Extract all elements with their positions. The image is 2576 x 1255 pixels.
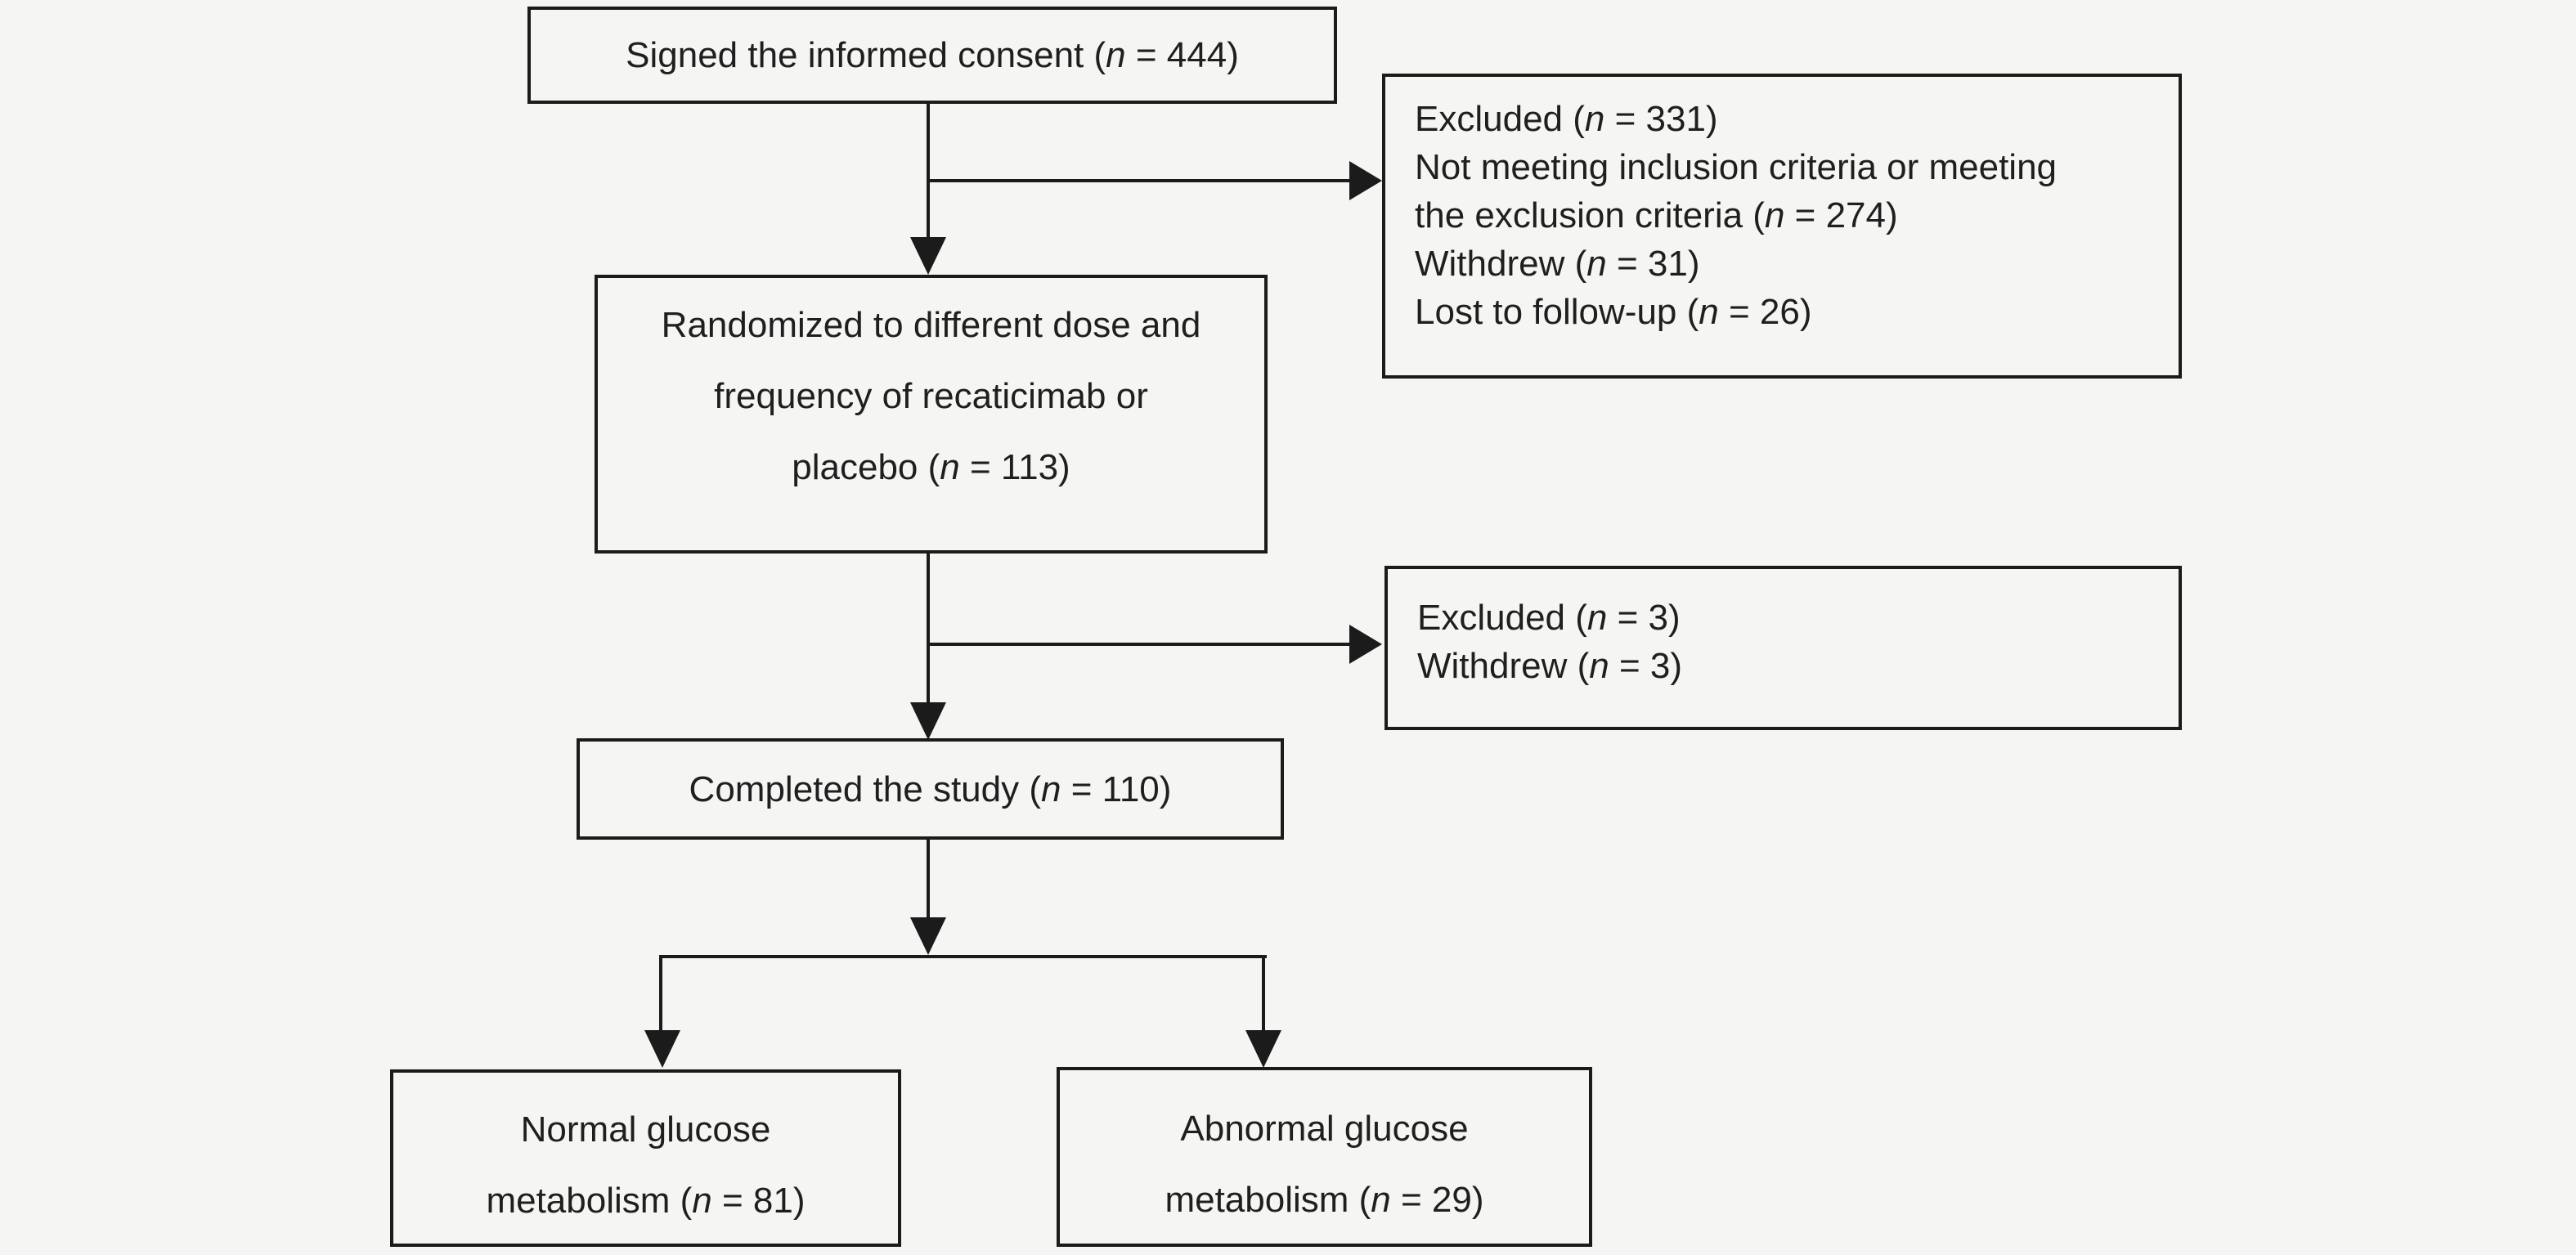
box-line: Randomized to different dose and — [661, 305, 1201, 345]
box-line: Excluded (n = 3) — [1417, 598, 1681, 638]
box-line: Excluded (n = 331) — [1415, 99, 1718, 139]
box-line: metabolism (n = 81) — [486, 1181, 806, 1221]
down-arrow-icon — [644, 1030, 680, 1068]
box-line: placebo (n = 113) — [792, 447, 1070, 487]
down-arrow-icon — [910, 917, 946, 955]
down-arrow-icon — [910, 702, 946, 740]
down-arrow-icon — [1245, 1030, 1281, 1068]
connector-split-to-abnormal — [1262, 955, 1265, 1032]
box-line: Withdrew (n = 3) — [1417, 646, 1683, 686]
right-arrow-icon — [1349, 161, 1382, 200]
connector-completed-to-split — [927, 840, 930, 919]
box-line: Completed the study (n = 110) — [689, 769, 1172, 809]
connector-to-excluded-1 — [928, 179, 1353, 182]
box-line: Withdrew (n = 31) — [1415, 244, 1700, 284]
box-line: Not meeting inclusion criteria or meetin… — [1415, 147, 2058, 187]
connector-split-to-normal — [659, 955, 662, 1032]
flow-box-completed: Completed the study (n = 110) — [577, 738, 1284, 840]
flow-box-abnormal-glucose: Abnormal glucose metabolism (n = 29) — [1057, 1067, 1592, 1247]
split-bar — [661, 955, 1267, 958]
box-line: frequency of recaticimab or — [714, 376, 1148, 416]
box-line: Normal glucose — [520, 1109, 771, 1150]
box-line: Lost to follow-up (n = 26) — [1415, 292, 1812, 332]
connector-to-excluded-2 — [928, 643, 1353, 646]
box-line: metabolism (n = 29) — [1165, 1180, 1484, 1220]
connector-consent-to-randomized — [927, 104, 930, 239]
right-arrow-icon — [1349, 625, 1382, 664]
flow-box-randomized: Randomized to different dose and frequen… — [595, 275, 1268, 554]
flow-box-excluded-after-randomization: Excluded (n = 3) Withdrew (n = 3) — [1384, 566, 2182, 730]
flow-box-normal-glucose: Normal glucose metabolism (n = 81) — [390, 1069, 901, 1247]
flow-box-excluded-after-consent: Excluded (n = 331) Not meeting inclusion… — [1382, 74, 2182, 379]
down-arrow-icon — [910, 237, 946, 275]
flow-box-consent: Signed the informed consent (n = 444) — [527, 7, 1337, 104]
connector-randomized-to-completed — [927, 554, 930, 704]
box-line: Abnormal glucose — [1180, 1109, 1469, 1149]
box-line: the exclusion criteria (n = 274) — [1415, 195, 1898, 235]
box-line: Signed the informed consent (n = 444) — [626, 35, 1239, 75]
